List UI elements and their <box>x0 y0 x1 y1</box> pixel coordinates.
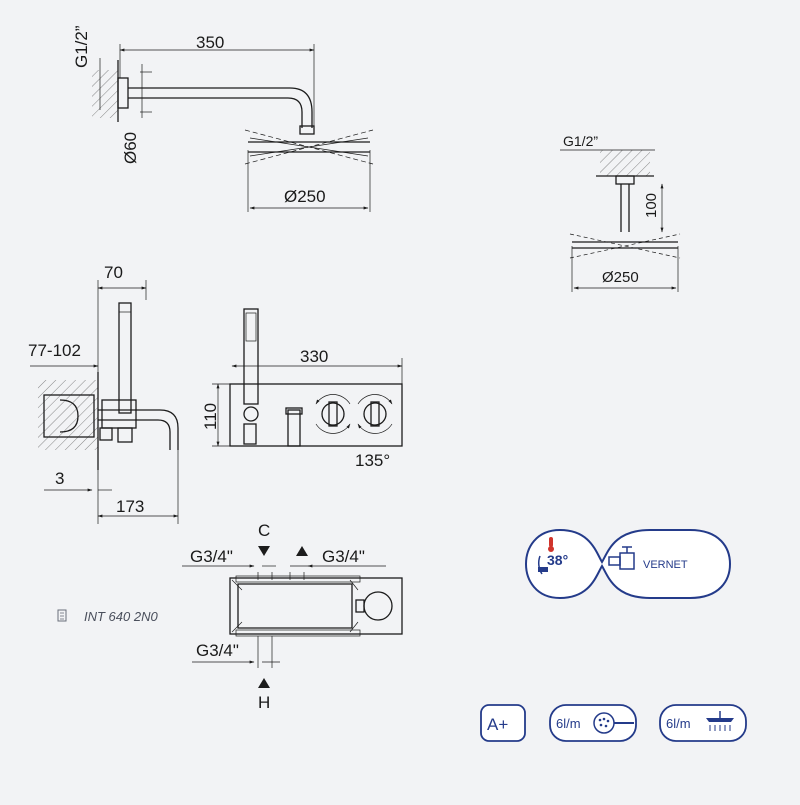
dim-flange-diameter: Ø60 <box>121 132 140 164</box>
dim-small-offset: 3 <box>55 469 64 488</box>
mixer-side-view: 70 77-102 3 173 <box>28 263 179 524</box>
dim-wall-thread: G1/2” <box>72 25 91 68</box>
hot-arrow <box>258 678 270 688</box>
hot-label: H <box>258 693 270 712</box>
head-flow-badge: 6l/m <box>659 704 747 742</box>
temperature-value: 38° <box>547 552 568 568</box>
product-code-text: INT 640 2N0 <box>84 609 158 624</box>
dim-head-diameter-ceiling: Ø250 <box>602 269 639 286</box>
thermostat-knob <box>315 394 351 434</box>
front-panel <box>229 383 403 447</box>
box-outline <box>229 577 403 635</box>
hand-shower-side <box>118 302 132 414</box>
dim-rotation-angle: 135° <box>355 451 390 470</box>
hand-shower-front <box>243 308 259 405</box>
spout-front <box>287 409 301 447</box>
hand-flow-badge: 6l/m <box>549 704 637 742</box>
product-code-icon <box>57 609 67 622</box>
spout-side <box>98 409 179 450</box>
mixer-box-view: G3/4" C G3/4" G3/4" H <box>182 521 403 712</box>
dim-panel-height: 110 <box>201 403 220 430</box>
wall-flange <box>117 77 129 109</box>
wall-hatch <box>92 70 118 118</box>
shower-head-wall <box>244 129 374 212</box>
shower-arm <box>128 87 313 128</box>
dim-panel-width: 330 <box>300 347 328 366</box>
valve-icon <box>608 546 635 570</box>
dim-ceiling-thread: G1/2” <box>563 133 598 149</box>
cold-label: C <box>258 521 270 540</box>
dim-wall-depth: 77-102 <box>28 341 81 360</box>
up-arrow <box>296 546 308 556</box>
thermometer-icon <box>537 537 554 575</box>
shower-head-icon <box>706 711 734 731</box>
brand-label: VERNET <box>643 559 688 571</box>
dim-spout-projection: 173 <box>116 497 144 516</box>
dim-head-diameter-wall: Ø250 <box>284 187 326 206</box>
mixer-front-view: 330 110 135° <box>201 308 403 470</box>
shower-head-ceiling <box>569 233 681 292</box>
dim-outlet-right: G3/4" <box>322 547 365 566</box>
box-valve <box>363 591 393 621</box>
energy-class-badge: A+ <box>480 704 526 742</box>
hand-flow-value: 6l/m <box>556 716 581 731</box>
dim-outlet-bottom: G3/4" <box>196 641 239 660</box>
ceiling-hatch <box>600 150 650 176</box>
cold-arrow <box>258 546 270 556</box>
wall-shower-arm-view: 350 G1/2” Ø60 Ø250 <box>72 25 374 212</box>
dim-ceiling-drop: 100 <box>643 193 660 218</box>
energy-class-value: A+ <box>487 715 508 734</box>
hand-shower-icon <box>593 712 634 734</box>
side-wall-hatch <box>38 380 98 450</box>
ceiling-shower-view: G1/2” 100 Ø250 <box>560 133 681 292</box>
dim-outlet-left: G3/4" <box>190 547 233 566</box>
head-flow-value: 6l/m <box>666 716 691 731</box>
dim-top-projection: 70 <box>104 263 123 282</box>
diverter-knob <box>357 394 393 434</box>
product-code: INT 640 2N0 <box>57 609 158 624</box>
dim-arm-length: 350 <box>196 33 224 52</box>
thermostatic-badge: 38° VERNET <box>524 528 732 600</box>
